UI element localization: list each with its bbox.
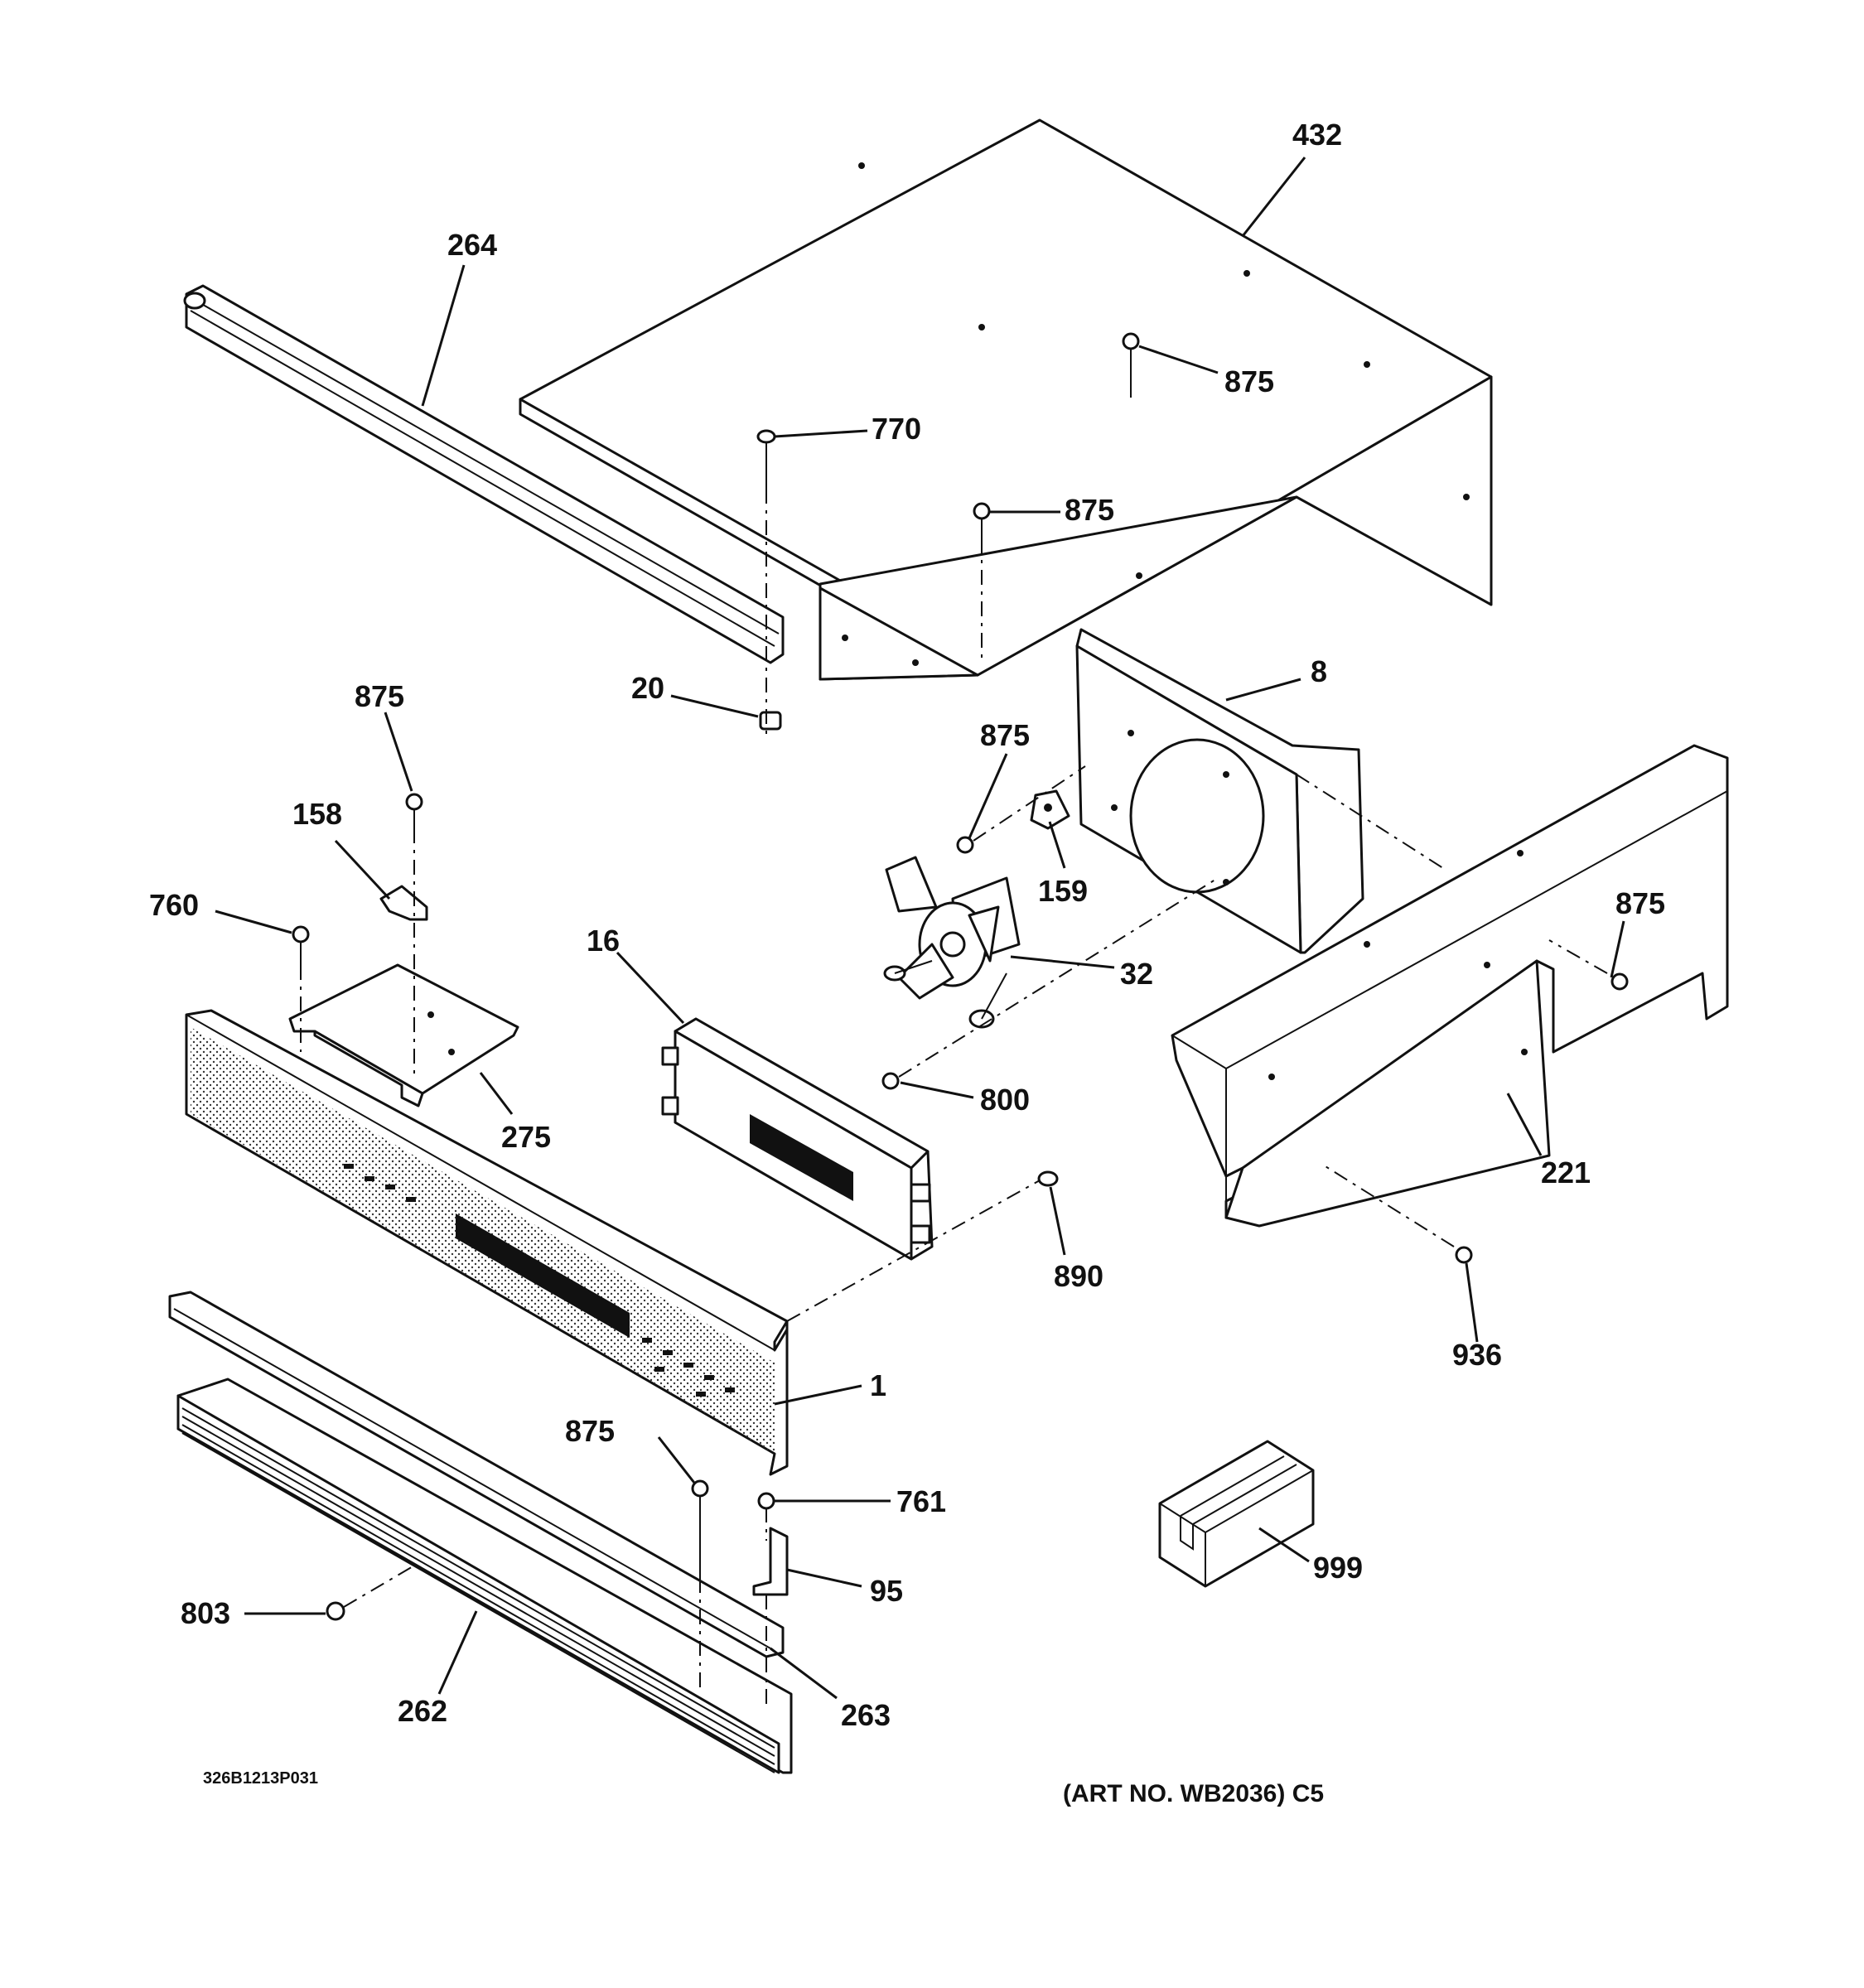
label-936: 936 bbox=[1452, 1338, 1502, 1372]
label-875-b: 875 bbox=[1065, 493, 1114, 527]
label-875-a: 875 bbox=[1224, 364, 1274, 398]
label-32: 32 bbox=[1120, 957, 1153, 991]
label-1: 1 bbox=[870, 1368, 886, 1402]
fan-shroud-part bbox=[1075, 628, 1364, 954]
label-263: 263 bbox=[841, 1698, 891, 1732]
control-panel-part bbox=[185, 1009, 789, 1476]
screw-761 bbox=[757, 1492, 775, 1510]
assembly-lines bbox=[300, 489, 1608, 1706]
label-159: 159 bbox=[1038, 874, 1088, 908]
label-275: 275 bbox=[501, 1120, 551, 1154]
control-board-part bbox=[661, 1017, 934, 1261]
label-761: 761 bbox=[896, 1484, 946, 1518]
vent-slots bbox=[181, 1407, 775, 1773]
art-number: (ART NO. WB2036) C5 bbox=[1063, 1780, 1324, 1807]
label-432: 432 bbox=[1292, 118, 1342, 152]
label-875-d: 875 bbox=[980, 718, 1030, 752]
top-cover-part bbox=[519, 118, 1493, 681]
bracket-part-159 bbox=[1030, 789, 1070, 830]
drawing-number: 326B1213P031 bbox=[203, 1769, 318, 1788]
label-890: 890 bbox=[1054, 1259, 1103, 1293]
parts-box-999 bbox=[1158, 1440, 1315, 1588]
label-875-c: 875 bbox=[355, 679, 404, 713]
label-8: 8 bbox=[1311, 654, 1327, 688]
side-bracket-part-221 bbox=[1171, 744, 1729, 1228]
label-875-e: 875 bbox=[1615, 886, 1665, 920]
panel-buttons bbox=[344, 1164, 735, 1397]
screw-800 bbox=[881, 1072, 900, 1090]
screw-875-left bbox=[405, 793, 423, 828]
nut-936 bbox=[1455, 1246, 1473, 1264]
screw-875-mid bbox=[973, 502, 991, 538]
label-20: 20 bbox=[631, 671, 664, 705]
rail-part-264 bbox=[183, 284, 785, 664]
trim-part-263 bbox=[168, 1291, 785, 1658]
label-158: 158 bbox=[292, 797, 342, 831]
label-760: 760 bbox=[149, 888, 199, 922]
vent-grille-part bbox=[176, 1378, 793, 1774]
screw-803 bbox=[326, 1601, 345, 1621]
leader-lines bbox=[215, 157, 1625, 1700]
screw-890 bbox=[1037, 1170, 1059, 1187]
screw-875-lower bbox=[691, 1479, 709, 1578]
bracket-part-275 bbox=[288, 963, 519, 1107]
label-262: 262 bbox=[398, 1694, 447, 1728]
label-95: 95 bbox=[870, 1574, 903, 1608]
fan-motor-part bbox=[883, 856, 1021, 1029]
label-770: 770 bbox=[872, 412, 921, 446]
screw-875-fan bbox=[956, 836, 974, 854]
bracket-part-95 bbox=[752, 1527, 789, 1596]
screw-760 bbox=[292, 925, 310, 965]
label-803: 803 bbox=[181, 1596, 230, 1630]
label-264: 264 bbox=[447, 228, 497, 262]
label-999: 999 bbox=[1313, 1551, 1363, 1585]
label-875-f: 875 bbox=[565, 1414, 615, 1448]
screw-770 bbox=[756, 429, 776, 489]
clip-part-20 bbox=[759, 711, 782, 731]
screw-875-right bbox=[1610, 972, 1629, 991]
label-800: 800 bbox=[980, 1083, 1030, 1117]
clip-part-158 bbox=[379, 885, 428, 921]
part-labels: 432 264 875 770 875 8 20 875 875 158 159… bbox=[149, 118, 1665, 1732]
screw-875-top bbox=[1122, 332, 1140, 398]
label-221: 221 bbox=[1541, 1156, 1591, 1189]
label-16: 16 bbox=[587, 924, 620, 958]
